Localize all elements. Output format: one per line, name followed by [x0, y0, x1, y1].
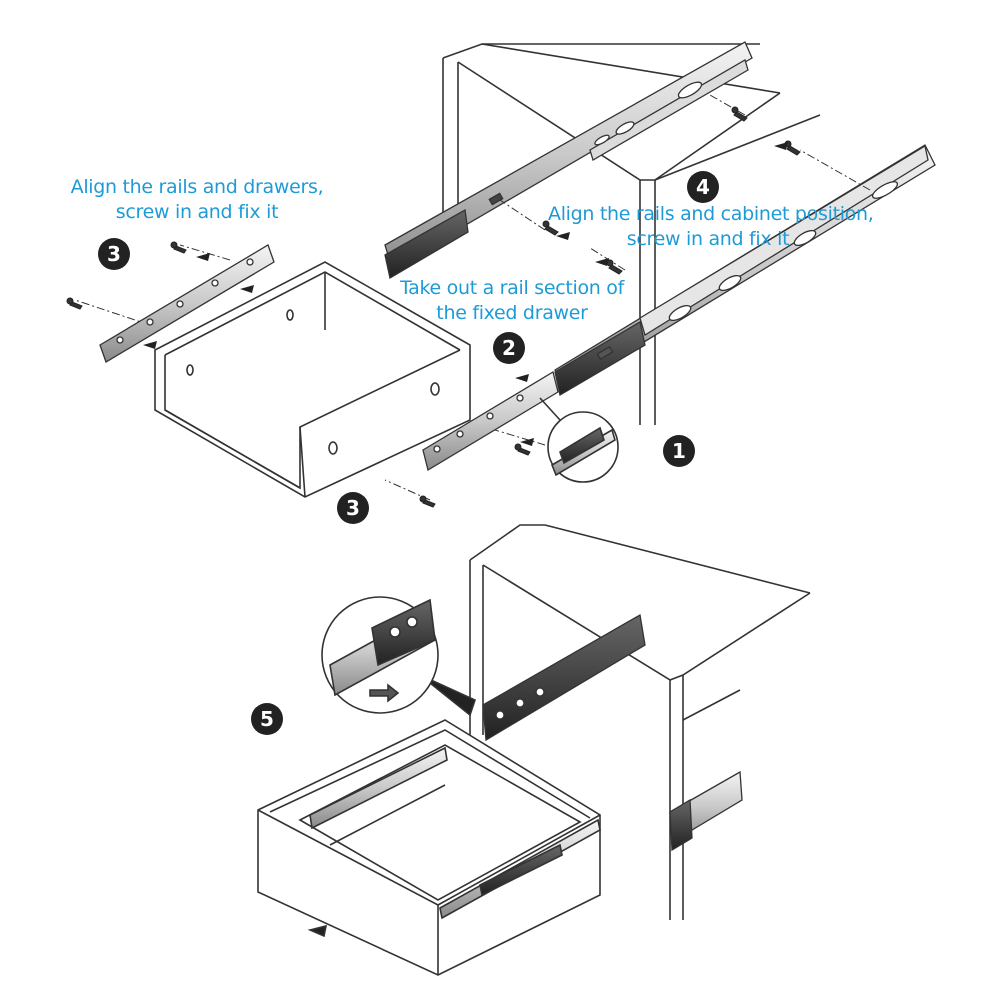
step-badge-3-bottom: 3 — [337, 492, 369, 524]
drawer-rail-left — [99, 244, 275, 363]
step-badge-1: 1 — [663, 435, 695, 467]
caption-line: screw in and fix it — [626, 228, 790, 250]
alignment-lines-top — [74, 94, 871, 501]
caption-take-out-rail-section: Take out a rail section of the fixed dra… — [398, 276, 626, 326]
step-badge-5: 5 — [251, 703, 283, 735]
inner-rail-removed — [422, 370, 559, 472]
screws-top — [66, 106, 801, 508]
cabinet-rail-front — [554, 144, 936, 397]
step-badge-3-top: 3 — [98, 238, 130, 270]
bottom-drawer-box — [257, 719, 601, 976]
caption-align-cabinet-rails: Align the rails and cabinet position, sc… — [548, 202, 874, 252]
detail-magnifier-insert — [321, 596, 476, 717]
cabinet-rail-back — [384, 41, 753, 280]
caption-align-drawer-rails: Align the rails and drawers, screw in an… — [62, 175, 332, 225]
step-badge-2: 2 — [493, 332, 525, 364]
caption-line: the fixed drawer — [436, 302, 588, 324]
step-badge-4: 4 — [687, 171, 719, 203]
caption-line: screw in and fix it — [115, 201, 279, 223]
bottom-cabinet-rail — [482, 613, 743, 852]
detail-magnifier-release — [539, 397, 619, 483]
caption-line: Align the rails and drawers, — [70, 176, 324, 198]
caption-line: Take out a rail section of — [399, 277, 625, 299]
top-drawer-box — [154, 261, 471, 498]
caption-line: Align the rails and cabinet position, — [548, 203, 874, 225]
